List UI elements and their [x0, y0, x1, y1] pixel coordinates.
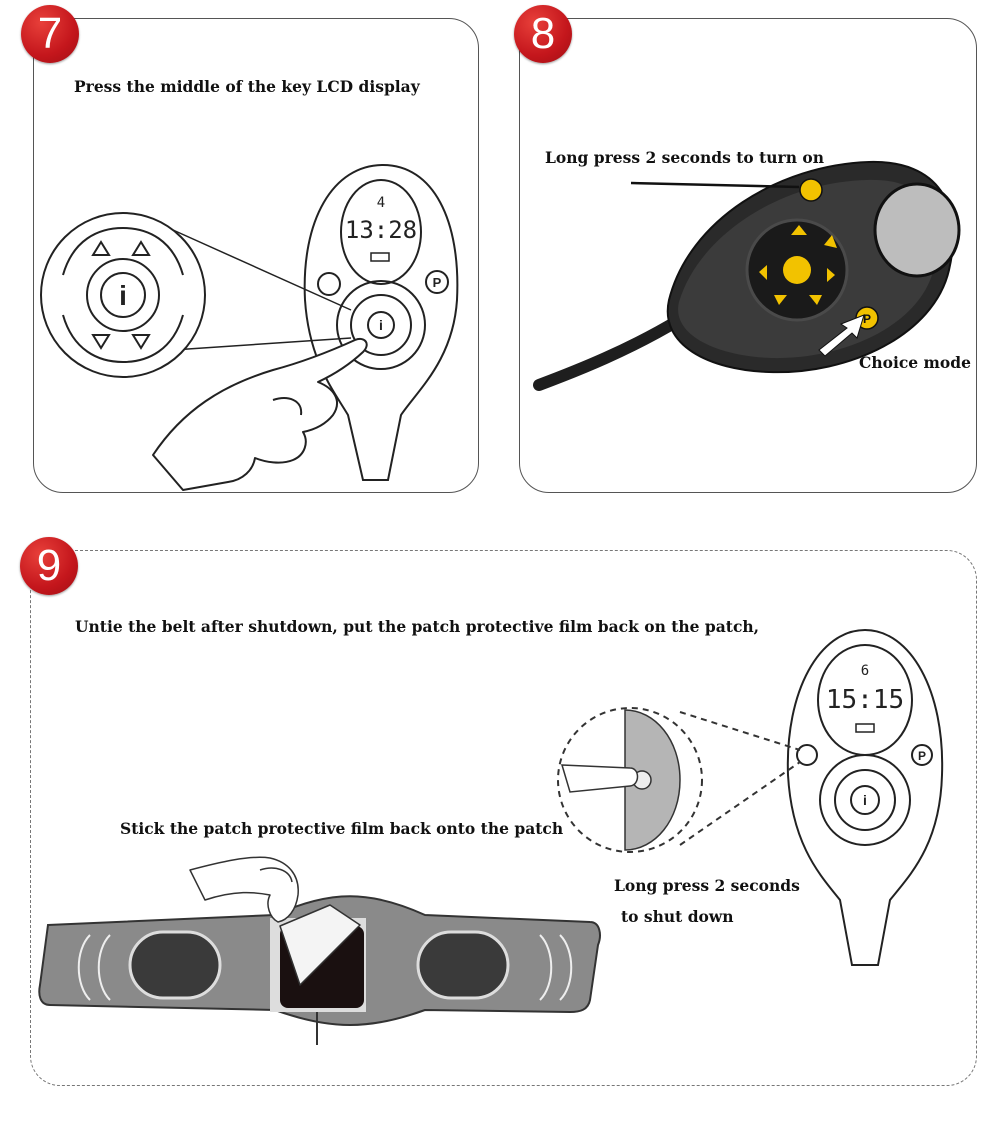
step-9-patch-caption: Stick the patch protective film back ont…	[120, 819, 564, 838]
lcd-time-7: 13:28	[345, 216, 417, 244]
step-8-power-caption: Long press 2 seconds to turn on	[545, 148, 824, 167]
power-zoom-callout	[557, 707, 801, 853]
step-7-illustration: 4 13:28 P i i	[40, 163, 459, 491]
lcd-mode-number-7: 4	[377, 195, 385, 211]
battery-icon-9	[855, 723, 875, 733]
power-pointer-line	[630, 181, 800, 189]
film-peeling-hand	[189, 856, 361, 986]
mode-arrow-icon	[818, 314, 865, 357]
step-8-badge: 8	[514, 5, 572, 63]
step-8-mode-caption: Choice mode	[859, 353, 971, 372]
mode-p-key-8: P	[863, 312, 871, 326]
center-i-key-small-7: i	[379, 317, 383, 333]
step-7-caption: Press the middle of the key LCD display	[74, 77, 420, 96]
remote-controller-7	[303, 163, 459, 481]
center-i-key-zoom-7: i	[119, 280, 127, 311]
step-9-badge: 9	[20, 537, 78, 595]
zoom-circle-7	[40, 212, 206, 378]
power-zoom-content	[560, 709, 681, 851]
center-i-key-9: i	[863, 792, 867, 808]
step-9-shutdown-caption-line2: to shut down	[621, 907, 734, 926]
mode-p-key-9: P	[918, 749, 926, 763]
controller-cable	[533, 314, 685, 391]
mode-p-key-7: P	[433, 275, 442, 290]
power-button[interactable]	[799, 178, 823, 202]
step-9-shutdown-caption-line1: Long press 2 seconds	[614, 876, 800, 895]
remote-controller-9	[786, 628, 944, 966]
lcd-time-9: 15:15	[826, 685, 904, 715]
lcd-mode-number-9: 6	[861, 663, 869, 679]
step-9-illustration: 6 15:15 P i	[38, 628, 944, 1045]
step-8-illustration: P	[533, 160, 961, 391]
step-9-main-caption: Untie the belt after shutdown, put the p…	[75, 617, 760, 636]
hand-illustration-7	[152, 338, 368, 491]
battery-icon	[370, 252, 390, 262]
remote-controller-8	[666, 160, 961, 374]
zoom-lines-7	[172, 229, 352, 351]
step-7-badge: 7	[21, 5, 79, 63]
